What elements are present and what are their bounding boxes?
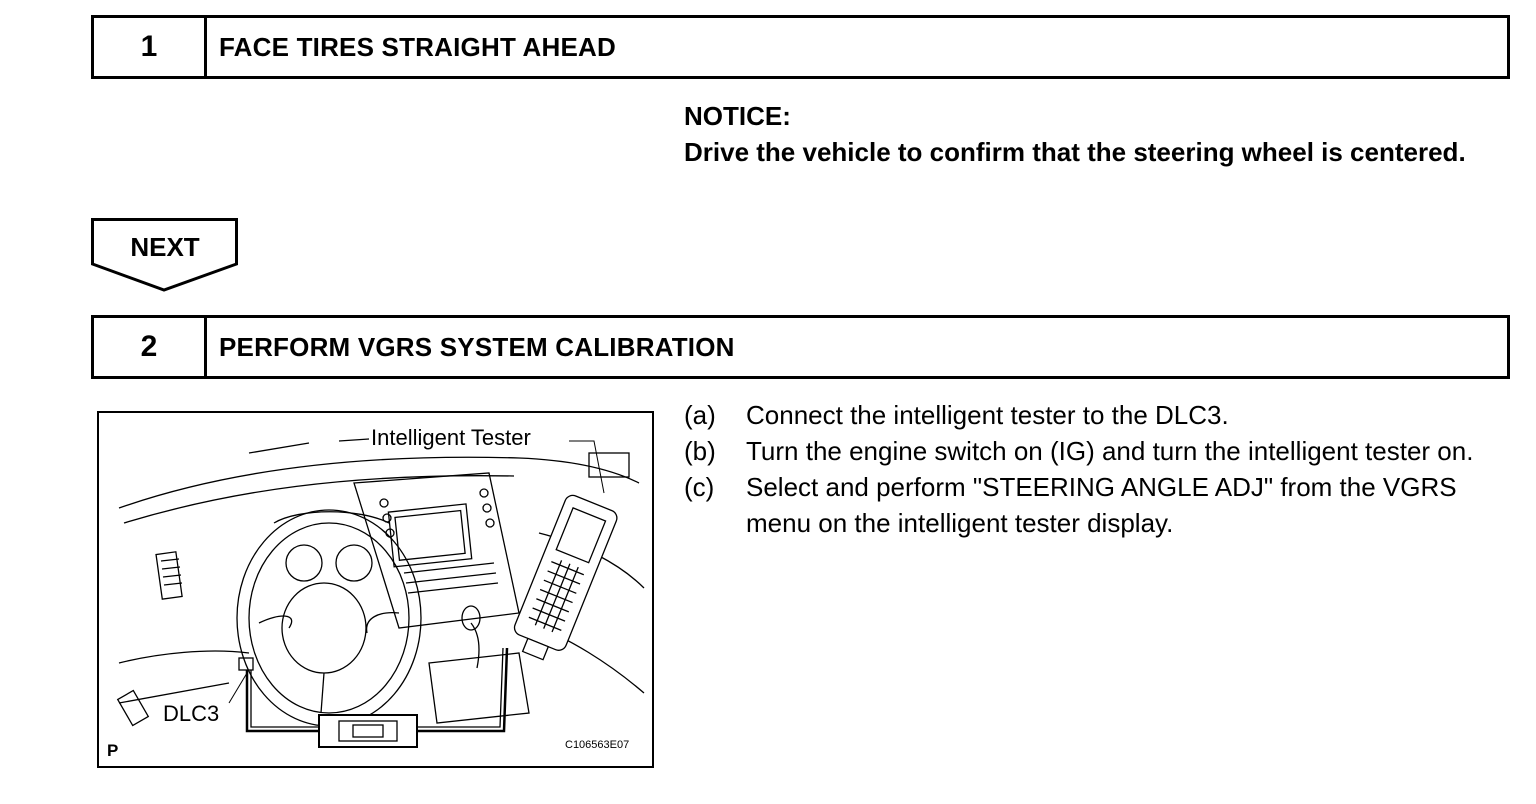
dashboard-drawing (116, 436, 645, 748)
instruction-text: Connect the intelligent tester to the DL… (746, 400, 1229, 430)
notice-heading: NOTICE: (684, 101, 791, 131)
instruction-list: (a) Connect the intelligent tester to th… (684, 397, 1514, 541)
next-arrow[interactable]: NEXT (91, 218, 239, 293)
instruction-item: (a) Connect the intelligent tester to th… (684, 397, 1514, 433)
next-arrow-shape (91, 218, 238, 292)
tester-label: Intelligent Tester (369, 425, 533, 451)
step-1-title: FACE TIRES STRAIGHT AHEAD (219, 31, 616, 62)
step-1-number: 1 (94, 18, 207, 76)
notice-block: NOTICE: Drive the vehicle to confirm tha… (684, 98, 1504, 170)
instruction-marker: (b) (684, 436, 716, 466)
next-label: NEXT (130, 232, 200, 262)
instruction-marker: (c) (684, 472, 715, 502)
figure-corner-letter: P (107, 741, 119, 760)
figure-code: C106563E07 (565, 739, 630, 751)
notice-text: Drive the vehicle to confirm that the st… (684, 137, 1466, 167)
dlc3-label: DLC3 (161, 701, 222, 727)
step-1-header: 1 FACE TIRES STRAIGHT AHEAD (91, 15, 1510, 79)
step-2-number: 2 (94, 318, 207, 376)
instruction-item: (b) Turn the engine switch on (IG) and t… (684, 433, 1514, 469)
instruction-item: (c) Select and perform "STEERING ANGLE A… (684, 469, 1514, 541)
tester-connection-illustration: Intelligent Tester DLC3 P C106563E07 (97, 411, 654, 768)
instruction-marker: (a) (684, 400, 716, 430)
instruction-text: Select and perform "STEERING ANGLE ADJ" … (746, 472, 1457, 538)
step-2-header: 2 PERFORM VGRS SYSTEM CALIBRATION (91, 315, 1510, 379)
step-2-title: PERFORM VGRS SYSTEM CALIBRATION (219, 331, 735, 362)
instruction-text: Turn the engine switch on (IG) and turn … (746, 436, 1474, 466)
